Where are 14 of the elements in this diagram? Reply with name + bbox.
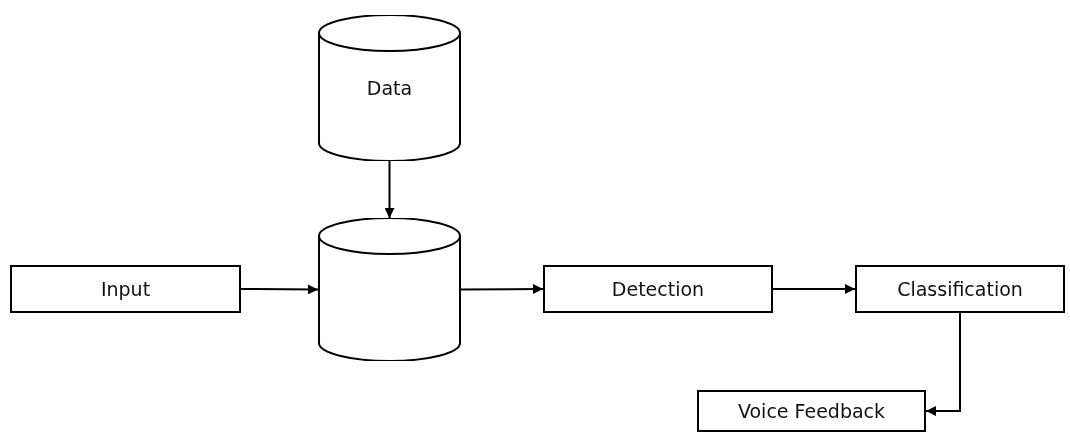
node-label: Voice Feedback [737, 400, 886, 422]
process-box [697, 390, 926, 432]
process-box [543, 265, 773, 313]
arrow [925, 312, 961, 416]
node-label: Input [100, 278, 151, 300]
process-box [10, 265, 241, 313]
arrow [240, 284, 319, 295]
arrow [384, 160, 395, 219]
process-box [855, 265, 1065, 313]
node-label: Classification [897, 278, 1023, 300]
arrow [772, 284, 856, 294]
node-label: Detection [611, 278, 705, 300]
arrow [460, 284, 544, 295]
node-label: Data [366, 77, 413, 99]
